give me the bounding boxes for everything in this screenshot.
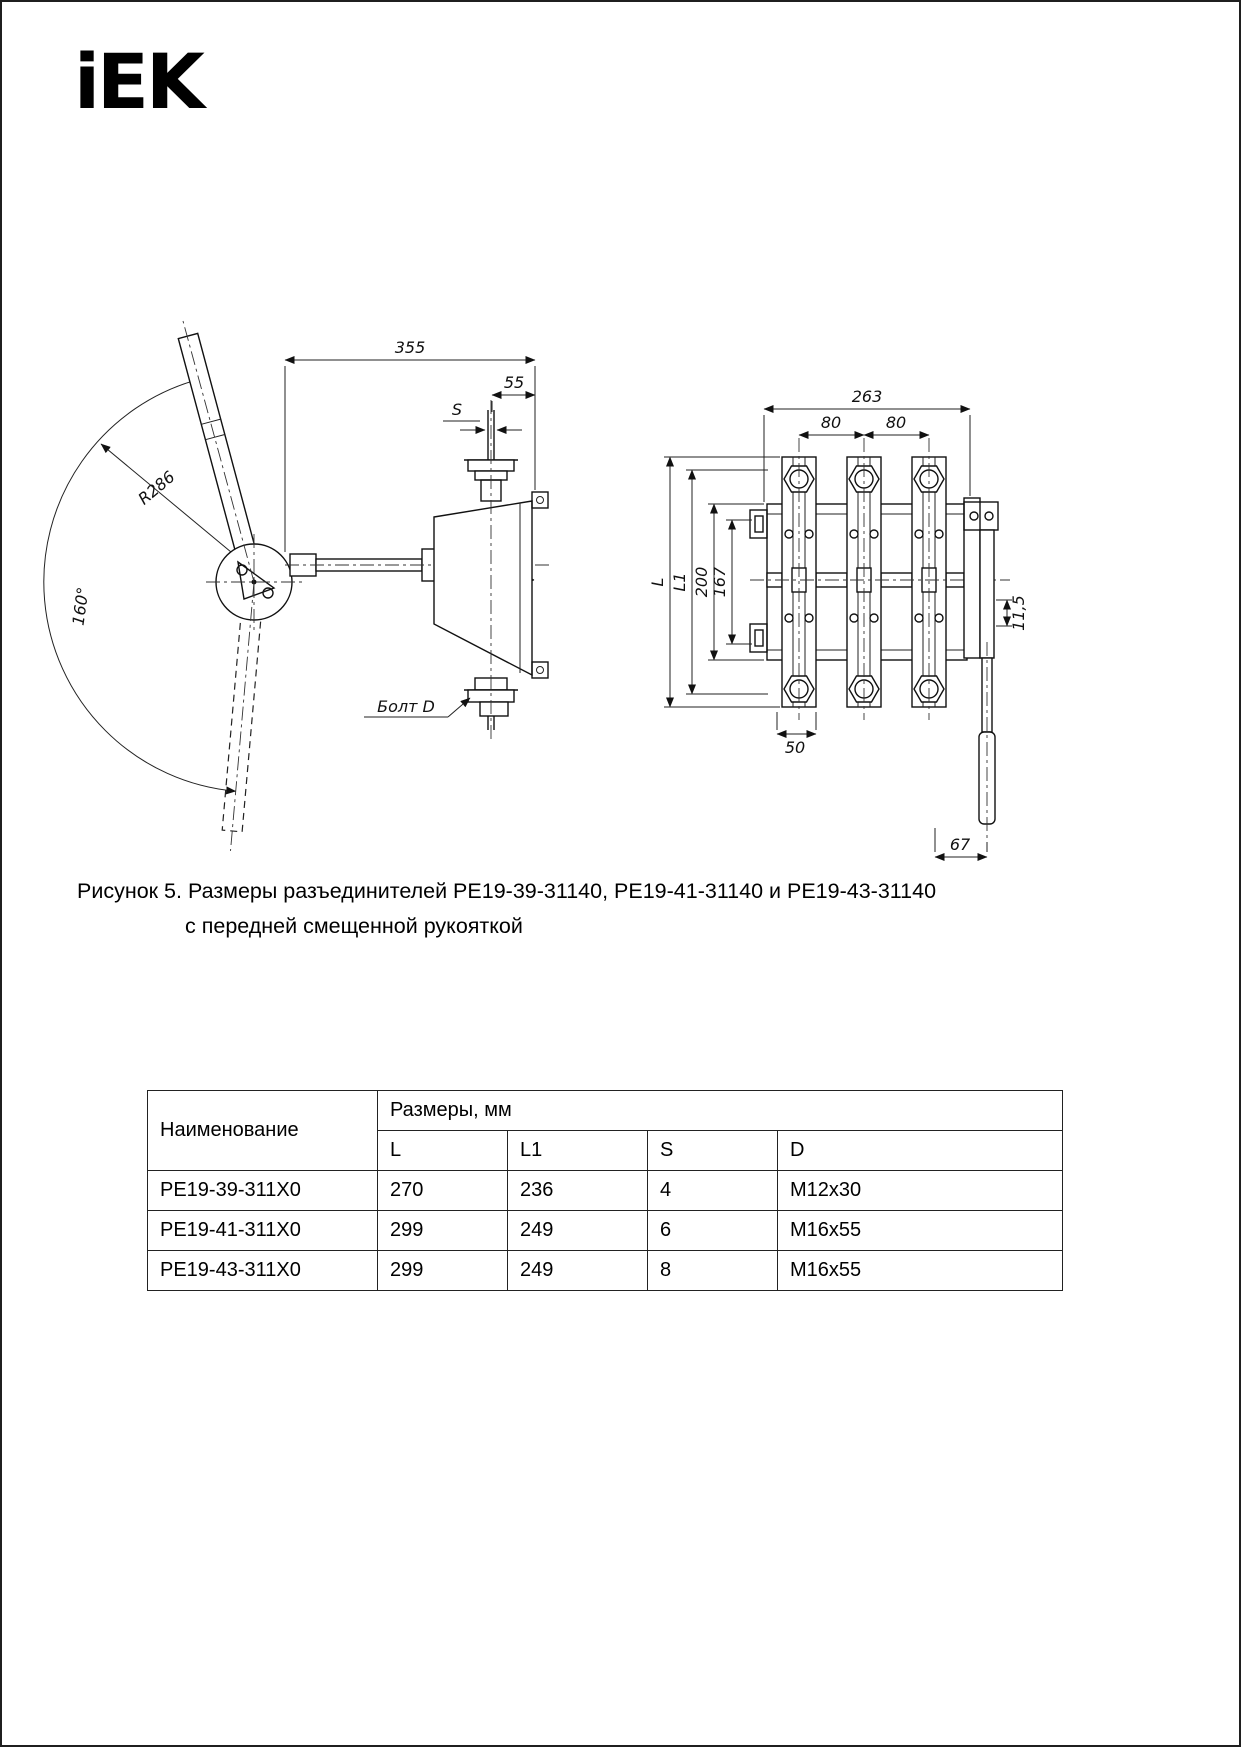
dim-label-50: 50 — [785, 738, 805, 757]
centerlines-left — [182, 320, 302, 851]
dim-label-11-5: 11,5 — [1009, 595, 1028, 631]
cell-d-0: М12х30 — [776, 1170, 1064, 1211]
technical-drawing: 160° R286 — [43, 320, 1028, 861]
pole-assembly-3 — [911, 438, 947, 720]
table-row: РЕ19-43-311Х0 299 249 8 М16х55 — [147, 1250, 1064, 1291]
side-drive-mechanism — [963, 497, 999, 840]
dim-label-263: 263 — [852, 387, 883, 406]
cell-l1-0: 236 — [507, 1170, 648, 1211]
figure-title-line2: с передней смещенной рукояткой — [185, 913, 523, 938]
col-header-l1: L1 — [507, 1130, 648, 1171]
dim-label-s: S — [452, 400, 462, 419]
pole-assembly-1 — [781, 438, 817, 720]
figure-title-line1: Размеры разъединителей РЕ19-39-31140, РЕ… — [187, 879, 937, 903]
figure-caption: Рисунок 5. Размеры разъединителей РЕ19-3… — [77, 874, 1077, 944]
col-header-s: S — [647, 1130, 778, 1171]
col-header-sizes: Размеры, мм — [376, 1090, 1064, 1131]
col-header-l: L — [377, 1130, 508, 1171]
col-header-d: D — [776, 1130, 1064, 1171]
dim-67: 67 — [934, 828, 988, 861]
dim-label-167: 167 — [710, 566, 729, 597]
bottom-terminal-bolt — [464, 400, 518, 739]
dim-label-80a: 80 — [821, 413, 841, 432]
cell-s-1: 6 — [647, 1210, 778, 1251]
dim-label-67: 67 — [950, 835, 971, 854]
square-shaft — [766, 572, 965, 588]
cell-s-2: 8 — [647, 1250, 778, 1291]
cell-name-1: РЕ19-41-311Х0 — [147, 1210, 378, 1251]
cell-name-2: РЕ19-43-311Х0 — [147, 1250, 378, 1291]
dim-l: L — [648, 456, 780, 708]
dim-label-l: L — [648, 578, 667, 587]
pole-assembly-2 — [846, 438, 882, 720]
bolt-d-label: Болт D — [377, 697, 435, 716]
iek-logo: iEK — [74, 37, 205, 126]
dim-55: 55 — [491, 373, 536, 412]
right-view-drawing: 263 80 80 L L1 — [648, 387, 1028, 861]
dim-label-80b: 80 — [886, 413, 906, 432]
dim-label-55: 55 — [504, 373, 524, 392]
dim-label-200: 200 — [692, 567, 711, 598]
cell-d-2: М16х55 — [776, 1250, 1064, 1291]
dim-label-160deg: 160° — [68, 586, 92, 627]
cell-l1-2: 249 — [507, 1250, 648, 1291]
cell-name-0: РЕ19-39-311Х0 — [147, 1170, 378, 1211]
dim-label-355: 355 — [395, 338, 426, 357]
cell-l-1: 299 — [377, 1210, 508, 1251]
dim-263: 263 — [763, 387, 971, 502]
cell-s-0: 4 — [647, 1170, 778, 1211]
dim-355: 355 — [284, 338, 536, 552]
left-view-drawing: 160° R286 — [43, 320, 550, 851]
dim-200: 200 — [692, 503, 764, 661]
table-row: РЕ19-41-311Х0 299 249 6 М16х55 — [147, 1210, 1064, 1251]
dim-80-80: 80 80 — [798, 413, 930, 439]
dim-label-r286: R286 — [134, 467, 178, 508]
dim-50: 50 — [776, 712, 817, 757]
dim-l1: L1 — [670, 469, 768, 695]
bolt-d-callout: Болт D — [364, 697, 471, 718]
dim-s: S — [443, 400, 522, 434]
col-header-name: Наименование — [147, 1090, 378, 1171]
dim-label-l1: L1 — [670, 572, 689, 591]
dim-167: 167 — [710, 519, 752, 645]
switch-body — [433, 491, 549, 679]
table-header-row-1: Наименование Размеры, мм — [147, 1090, 1064, 1171]
handle-lower-position — [221, 610, 263, 833]
cell-l1-1: 249 — [507, 1210, 648, 1251]
cell-l-2: 299 — [377, 1250, 508, 1291]
cell-d-1: М16х55 — [776, 1210, 1064, 1251]
table-row: РЕ19-39-311Х0 270 236 4 М12х30 — [147, 1170, 1064, 1211]
dimensions-table: Наименование Размеры, мм L L1 S D РЕ19-3… — [147, 1090, 1064, 1291]
dim-11-5: 11,5 — [996, 595, 1028, 631]
handle-upper-position — [177, 332, 257, 557]
figure-number: Рисунок 5. — [77, 879, 182, 903]
cell-l-0: 270 — [377, 1170, 508, 1211]
